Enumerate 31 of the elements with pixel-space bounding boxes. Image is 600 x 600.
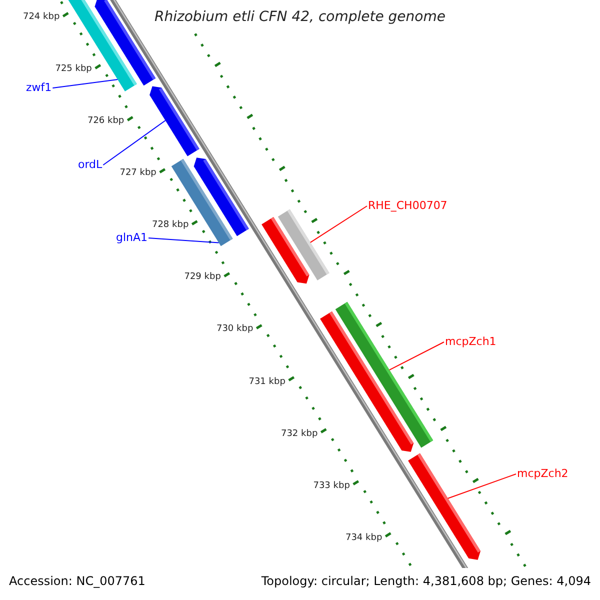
leader-line <box>388 342 444 370</box>
scale-label: 732 kbp <box>280 430 318 440</box>
leader-line <box>447 474 516 499</box>
topology-text: Topology: circular; Length: 4,381,608 bp; Genes: 4,094 <box>261 575 591 588</box>
scale-label: 726 kbp <box>86 117 124 128</box>
scale-label: 724 kbp <box>22 13 60 24</box>
gene-label: RHE_CH00707 <box>368 200 448 212</box>
gene-label: mcpZch1 <box>445 336 496 348</box>
gene-feature <box>262 217 310 284</box>
scale-label: 727 kbp <box>118 169 156 180</box>
scale-label: 731 kbp <box>248 378 286 388</box>
scale-label: 734 kbp <box>344 534 382 544</box>
accession-text: Accession: NC_007761 <box>9 575 146 588</box>
gene-feature <box>94 0 156 86</box>
leader-line <box>310 206 368 243</box>
gene-feature <box>408 453 481 560</box>
gene-label: mcpZch2 <box>517 468 568 480</box>
scale-label: 725 kbp <box>54 65 92 76</box>
gene-feature <box>320 311 414 452</box>
scale-label: 729 kbp <box>183 274 221 284</box>
scale-label: 730 kbp <box>215 326 254 336</box>
gene-feature <box>171 158 233 246</box>
leader-line <box>148 238 220 244</box>
leader-line <box>102 120 166 166</box>
gene-label: zwf1 <box>26 82 52 94</box>
gene-feature <box>150 86 200 156</box>
scale-label: 733 kbp <box>312 482 350 492</box>
gene-label: ordL <box>78 158 102 172</box>
title: Rhizobium etli CFN 42, complete genome <box>154 10 446 26</box>
gene-label: glnA1 <box>116 232 148 244</box>
scale-label: 728 kbp <box>150 222 189 232</box>
